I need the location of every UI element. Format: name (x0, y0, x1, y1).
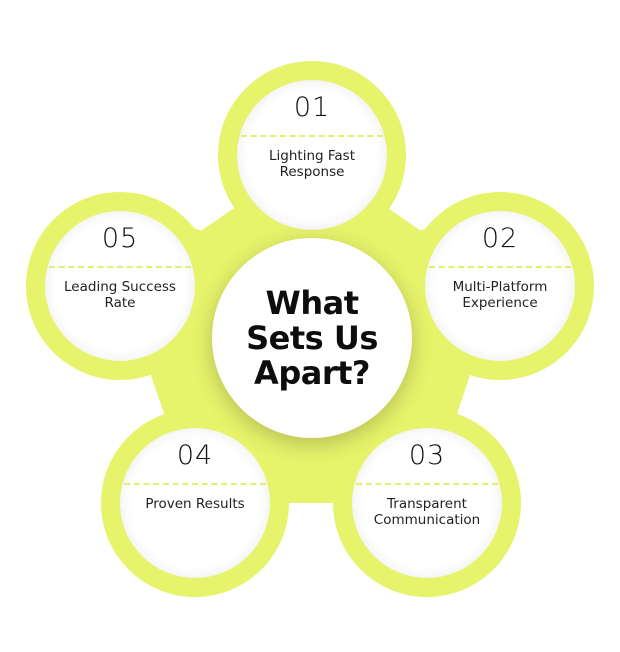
dashed-divider (429, 266, 571, 268)
dashed-divider (241, 135, 383, 137)
petal-number: 04 (176, 440, 214, 471)
petal-label: Leading Success Rate (64, 279, 176, 311)
petal-label: Transparent Communication (373, 496, 481, 528)
petal-label: Proven Results (145, 496, 245, 512)
petal-number: 02 (481, 223, 519, 254)
dashed-divider (356, 483, 498, 485)
petal-04: 04 Proven Results (120, 428, 270, 578)
petal-02: 02 Multi-Platform Experience (425, 211, 575, 361)
dashed-divider (49, 266, 191, 268)
petal-number: 03 (408, 440, 446, 471)
petal-label: Multi-Platform Experience (452, 279, 548, 311)
petal-05: 05 Leading Success Rate (45, 211, 195, 361)
petal-01: 01 Lighting Fast Response (237, 80, 387, 230)
center-hub: What Sets Us Apart? (212, 238, 412, 438)
petal-03: 03 Transparent Communication (352, 428, 502, 578)
petal-number: 05 (101, 223, 139, 254)
dashed-divider (124, 483, 266, 485)
petal-number: 01 (293, 92, 331, 123)
center-title: What Sets Us Apart? (246, 283, 378, 392)
petal-label: Lighting Fast Response (269, 148, 355, 180)
